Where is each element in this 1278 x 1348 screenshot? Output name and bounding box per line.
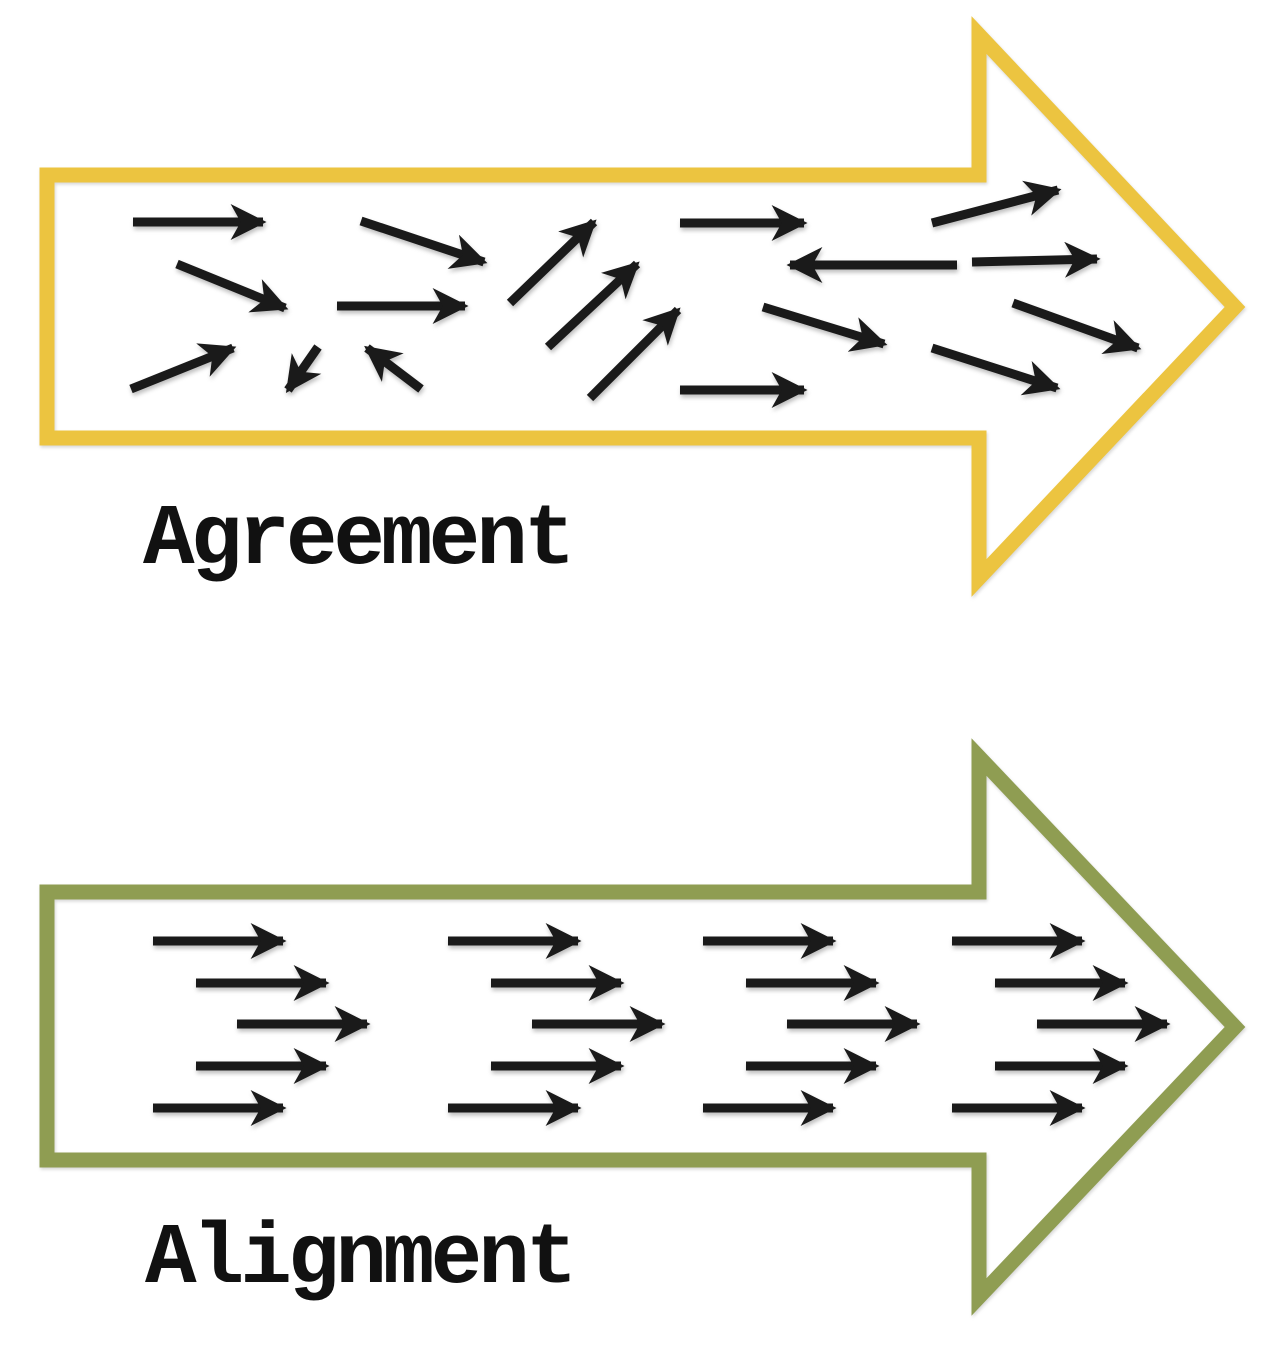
small-arrow	[284, 344, 322, 393]
agreement-section: Agreement	[39, 16, 1246, 597]
alignment-big-arrow-outline	[39, 738, 1246, 1316]
agreement-big-arrow-outline	[39, 16, 1246, 597]
small-arrow	[129, 343, 237, 394]
small-arrow	[359, 216, 488, 269]
small-arrow	[506, 218, 598, 307]
small-arrow	[930, 343, 1061, 396]
alignment-section: Alignment	[39, 738, 1246, 1316]
small-arrow	[364, 344, 424, 393]
small-arrow	[761, 302, 888, 352]
agreement-label: Agreement	[143, 491, 571, 589]
agreement-small-arrows	[129, 180, 1142, 408]
alignment-small-arrows	[153, 923, 1171, 1126]
alignment-label: Alignment	[145, 1210, 573, 1308]
small-arrow	[586, 306, 682, 402]
small-arrow	[175, 259, 289, 313]
small-arrow	[544, 260, 641, 351]
small-arrow	[930, 180, 1062, 228]
small-arrow	[971, 241, 1101, 278]
small-arrow	[1011, 298, 1142, 354]
